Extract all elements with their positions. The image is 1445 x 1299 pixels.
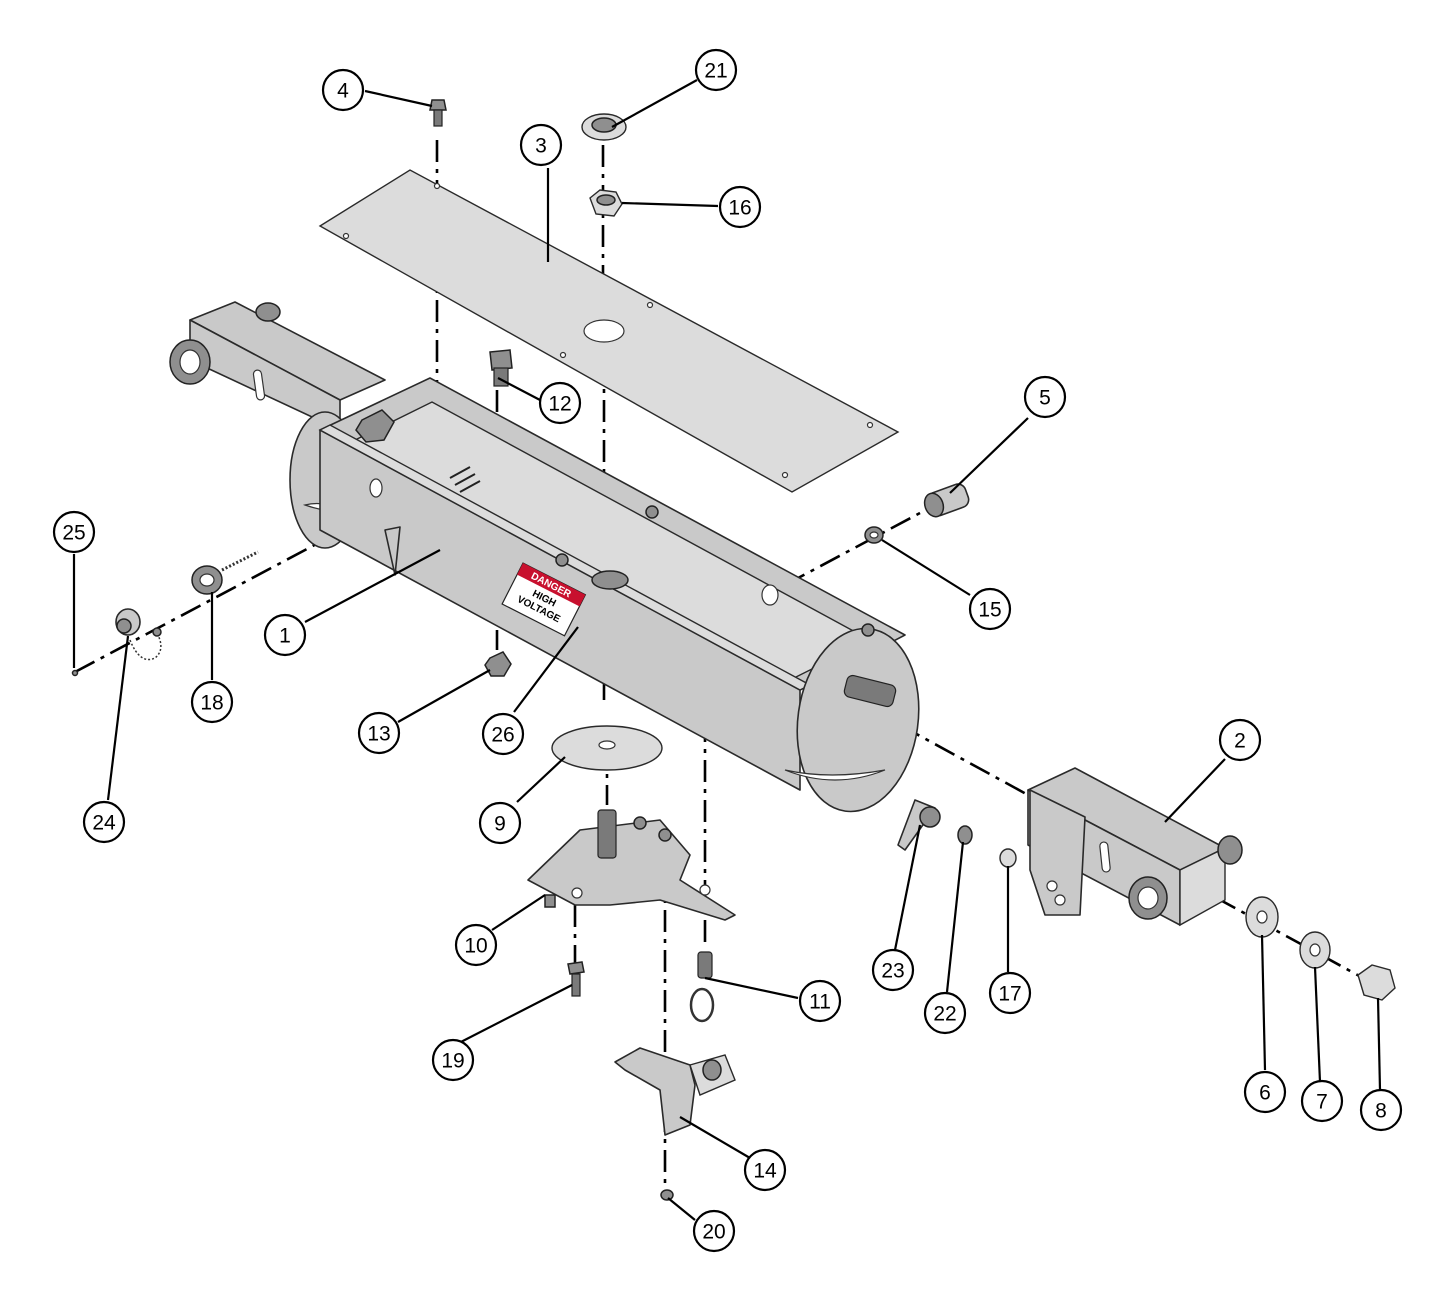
- flat-washer-small: [999, 848, 1017, 868]
- svg-text:8: 8: [1375, 1100, 1387, 1123]
- callout-22: 22: [923, 991, 967, 1035]
- callout-16: 16: [718, 185, 762, 229]
- svg-text:2: 2: [1234, 730, 1246, 753]
- svg-text:19: 19: [441, 1050, 464, 1073]
- bolt-lower: [567, 961, 585, 997]
- callout-19: 19: [431, 1038, 475, 1082]
- leader-lines: [72, 79, 1382, 1221]
- large-washer-plate: [551, 725, 663, 771]
- svg-text:12: 12: [548, 393, 571, 416]
- mounting-bracket: [527, 809, 736, 921]
- callout-14: 14: [743, 1148, 787, 1192]
- svg-text:24: 24: [92, 812, 116, 835]
- hex-nut-end: [1357, 964, 1396, 1001]
- spring-plunger-pin: [689, 951, 715, 1023]
- svg-text:5: 5: [1039, 387, 1051, 410]
- top-cover-plate: [318, 169, 900, 493]
- callout-9: 9: [478, 801, 522, 845]
- bulkhead-fitting: [923, 483, 970, 518]
- medium-washer: [1299, 931, 1331, 969]
- svg-text:9: 9: [494, 813, 506, 836]
- svg-text:4: 4: [337, 80, 349, 103]
- callout-13: 13: [357, 711, 401, 755]
- clamp-lever: [897, 799, 941, 851]
- svg-text:11: 11: [809, 991, 831, 1014]
- callout-2: 2: [1218, 718, 1262, 762]
- left-extension-tube: [169, 301, 386, 431]
- svg-text:3: 3: [535, 135, 547, 158]
- callout-8: 8: [1359, 1088, 1403, 1132]
- svg-text:10: 10: [464, 935, 487, 958]
- callout-6: 6: [1243, 1070, 1287, 1114]
- svg-text:25: 25: [62, 522, 85, 545]
- callout-3: 3: [519, 123, 563, 167]
- svg-text:6: 6: [1259, 1082, 1271, 1105]
- hex-nut-lower: [484, 651, 512, 677]
- svg-text:23: 23: [881, 960, 904, 983]
- svg-text:17: 17: [998, 983, 1021, 1006]
- svg-text:15: 15: [978, 599, 1001, 622]
- svg-text:1: 1: [279, 625, 291, 648]
- callout-18: 18: [190, 680, 234, 724]
- lock-washer: [957, 825, 973, 845]
- hex-nut-top: [589, 189, 623, 217]
- svg-text:21: 21: [704, 60, 727, 83]
- callout-11: 11: [798, 979, 842, 1023]
- svg-text:22: 22: [933, 1003, 956, 1026]
- grommet-cap: [581, 113, 627, 141]
- angle-bracket: [614, 1047, 736, 1136]
- callout-1: 1: [263, 613, 307, 657]
- callout-12: 12: [538, 381, 582, 425]
- callout-24: 24: [82, 800, 126, 844]
- main-body-channel: [289, 349, 920, 813]
- svg-text:13: 13: [367, 723, 390, 746]
- connector-left: [191, 550, 259, 595]
- small-nut-bottom: [660, 1189, 674, 1201]
- small-pin: [71, 669, 79, 677]
- callout-25: 25: [52, 510, 96, 554]
- callout-17: 17: [988, 971, 1032, 1015]
- bolt-top: [429, 99, 447, 127]
- callout-5: 5: [1023, 375, 1067, 419]
- callout-21: 21: [694, 48, 738, 92]
- callout-balloons: 1 2 3 4 5 6 7 8 9 10 11 12 13 14 15 16 1…: [52, 48, 1403, 1253]
- callout-20: 20: [692, 1209, 736, 1253]
- svg-text:18: 18: [200, 692, 223, 715]
- callout-23: 23: [871, 948, 915, 992]
- svg-text:20: 20: [702, 1221, 725, 1244]
- svg-text:16: 16: [728, 197, 751, 220]
- lock-washer-right: [864, 526, 884, 544]
- svg-text:26: 26: [491, 724, 514, 747]
- callout-7: 7: [1300, 1079, 1344, 1123]
- callout-15: 15: [968, 587, 1012, 631]
- dust-cap-with-chain: [115, 608, 162, 661]
- large-flat-washer: [1245, 896, 1279, 938]
- callout-26: 26: [481, 712, 525, 756]
- callout-10: 10: [454, 923, 498, 967]
- svg-text:14: 14: [753, 1160, 777, 1183]
- right-extension-tube: [1027, 767, 1243, 927]
- svg-text:7: 7: [1316, 1091, 1328, 1114]
- callout-4: 4: [321, 68, 365, 112]
